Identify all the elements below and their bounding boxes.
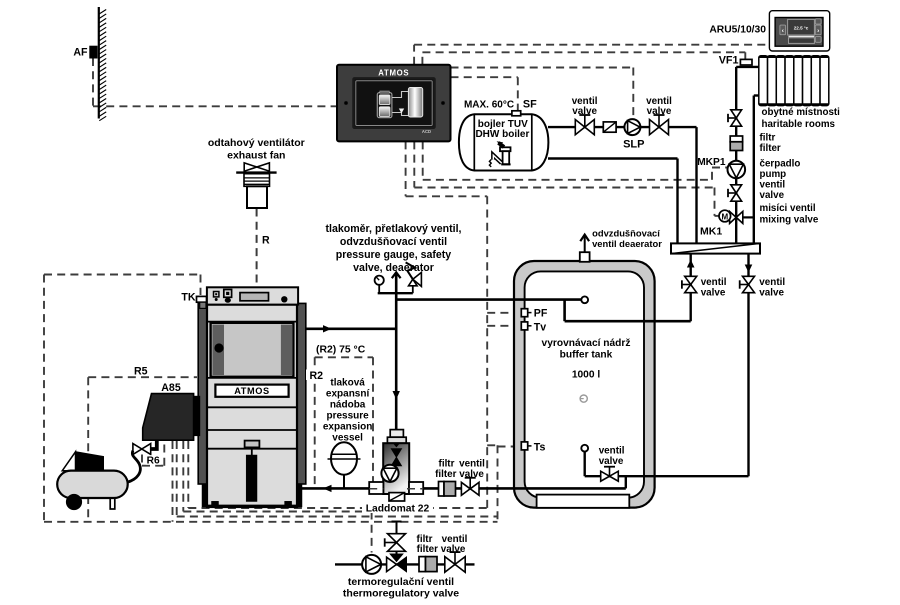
svg-text:valve, deaerator: valve, deaerator [353, 262, 434, 274]
svg-text:VF1: VF1 [719, 54, 739, 66]
svg-text:MK1: MK1 [700, 226, 722, 238]
svg-text:Tv: Tv [534, 321, 546, 333]
svg-text:ATMOS: ATMOS [234, 386, 270, 396]
svg-text:filter valve: filter valve [435, 469, 484, 480]
svg-text:expansní: expansní [326, 389, 371, 400]
svg-text:A85: A85 [161, 382, 181, 394]
svg-text:odvzdušňovací: odvzdušňovací [592, 228, 660, 239]
svg-text:valve: valve [572, 106, 597, 117]
svg-text:termoregulační ventil: termoregulační ventil [348, 576, 454, 588]
svg-text:ACD: ACD [422, 129, 431, 134]
svg-text:valve: valve [701, 287, 726, 298]
svg-text:M: M [721, 213, 728, 222]
svg-text:22.5 °c: 22.5 °c [794, 26, 809, 31]
svg-text:čerpadlo: čerpadlo [760, 159, 801, 170]
svg-text:pressure: pressure [326, 411, 369, 422]
svg-text:tlakoměr, přetlakový ventil,: tlakoměr, přetlakový ventil, [325, 223, 461, 235]
svg-text:AF: AF [73, 47, 88, 59]
svg-text:misíci ventil: misíci ventil [760, 203, 816, 214]
svg-text:pressure gauge, safety: pressure gauge, safety [336, 249, 452, 261]
svg-text:ARU5/10/30: ARU5/10/30 [709, 25, 766, 36]
svg-text:filtr: filtr [760, 133, 776, 144]
svg-text:ventil: ventil [646, 96, 672, 107]
svg-text:ventil: ventil [759, 277, 785, 288]
svg-text:exhaust fan: exhaust fan [227, 150, 285, 162]
svg-text:Ts: Ts [534, 441, 546, 453]
svg-text:valve: valve [647, 106, 672, 117]
svg-text:SLP: SLP [623, 139, 644, 151]
svg-text:R: R [262, 235, 270, 247]
svg-text:R2: R2 [310, 370, 324, 382]
svg-text:filtr: filtr [417, 534, 433, 545]
svg-text:(R2) 75 °C: (R2) 75 °C [316, 344, 366, 355]
svg-text:vyrovnávací nádrž: vyrovnávací nádrž [542, 338, 631, 349]
svg-text:nádoba: nádoba [330, 400, 366, 411]
svg-text:filter valve: filter valve [417, 544, 466, 555]
svg-text:MAX. 60°C: MAX. 60°C [464, 99, 514, 110]
svg-text:haritable rooms: haritable rooms [762, 119, 836, 130]
svg-text:TK: TK [181, 291, 195, 303]
svg-text:odvzdušňovací ventil: odvzdušňovací ventil [340, 236, 447, 248]
svg-text:buffer tank: buffer tank [560, 350, 613, 361]
svg-text:DHW boiler: DHW boiler [475, 129, 529, 140]
svg-text:pump: pump [760, 169, 787, 180]
svg-text:ventil: ventil [459, 458, 485, 469]
svg-text:‹: ‹ [782, 27, 784, 34]
svg-text:PF: PF [534, 307, 548, 319]
svg-text:ventil: ventil [760, 180, 786, 191]
svg-text:valve: valve [760, 190, 785, 201]
svg-text:ventil: ventil [701, 277, 727, 288]
svg-text:valve: valve [599, 456, 624, 467]
svg-text:obytné místnosti: obytné místnosti [762, 107, 841, 118]
svg-text:odtahový ventilátor: odtahový ventilátor [208, 137, 305, 149]
svg-text:tlaková: tlaková [330, 378, 365, 389]
svg-text:SF: SF [523, 99, 537, 111]
svg-text:valve: valve [759, 287, 784, 298]
svg-text:expansion: expansion [323, 422, 372, 433]
svg-text:filter: filter [760, 143, 781, 154]
svg-text:thermoregulatory valve: thermoregulatory valve [343, 588, 459, 600]
svg-text:MKP1: MKP1 [697, 157, 726, 168]
svg-text:bojler TUV: bojler TUV [478, 119, 528, 130]
svg-text:ventil: ventil [599, 446, 625, 457]
svg-text:filtr: filtr [439, 458, 455, 469]
svg-text:›: › [817, 27, 819, 34]
svg-text:ventil: ventil [442, 534, 468, 545]
svg-text:Laddomat 22: Laddomat 22 [366, 504, 430, 515]
svg-text:R6: R6 [147, 456, 160, 467]
svg-text:1000 l: 1000 l [572, 370, 600, 381]
svg-text:R5: R5 [134, 365, 148, 377]
svg-text:vessel: vessel [332, 433, 363, 444]
svg-text:ATMOS: ATMOS [378, 69, 409, 78]
svg-text:ventil: ventil [572, 96, 598, 107]
svg-text:ventil deaerator: ventil deaerator [592, 238, 662, 249]
svg-text:mixing valve: mixing valve [760, 214, 819, 225]
